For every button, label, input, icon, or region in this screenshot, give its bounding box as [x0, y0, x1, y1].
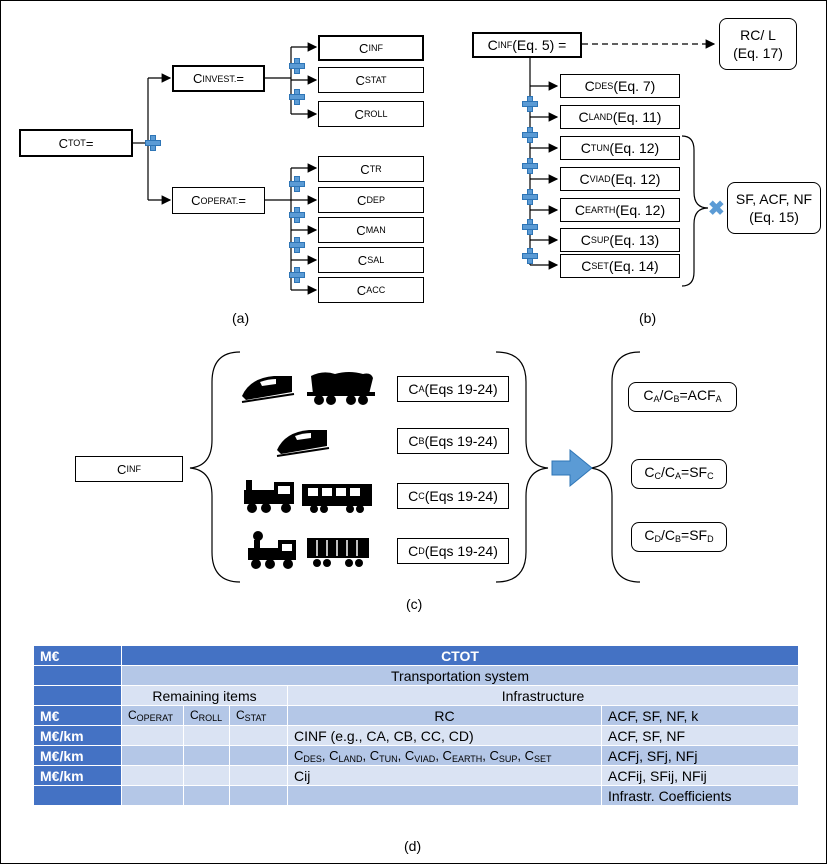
- cij-cell: Cij: [287, 765, 602, 786]
- cinf-cell: CINF (e.g., CA, CB, CC, CD): [287, 725, 602, 746]
- table-row: M€/km CDES, CLAND, CTUN, CVIAD, CEARTH, …: [33, 745, 799, 766]
- steam-locomotive-icon: [244, 480, 294, 513]
- unit-header: M€: [33, 645, 122, 666]
- croll-cell: CROLL: [183, 705, 230, 726]
- table-row: Remaining items Infrastructure: [33, 685, 799, 706]
- plus-icon: [522, 248, 538, 264]
- table-row: M€ CTOT: [33, 645, 799, 666]
- high-speed-train-icon: [241, 376, 295, 403]
- caption-d: (d): [404, 838, 422, 854]
- coef-cell: ACFj, SFj, NFj: [601, 745, 799, 766]
- multiply-icon: ✖: [708, 198, 725, 220]
- plus-icon: [522, 219, 538, 235]
- plus-icon: [522, 127, 538, 143]
- freight-wagon-icon: [307, 538, 369, 567]
- cost-table: M€ CTOT Transportation system Remaining …: [33, 645, 799, 806]
- unit-cell: [33, 785, 122, 806]
- infrastructure-header: Infrastructure: [287, 685, 799, 706]
- coperat-cell: COPERAT: [121, 705, 184, 726]
- ratio-sfd-box: CD/CB=SFD: [631, 522, 727, 552]
- table-row: M€ COPERAT CROLL CSTAT RC ACF, SF, NF, k: [33, 705, 799, 726]
- coef-cell: ACFij, SFij, NFij: [601, 765, 799, 786]
- plus-icon: [289, 207, 305, 223]
- unit-cell: M€/km: [33, 725, 122, 746]
- table-row: Infrastr. Coefficients: [33, 785, 799, 806]
- arrow-icon: [551, 448, 593, 488]
- coef-cell: ACF, SF, NF: [601, 725, 799, 746]
- plus-icon: [289, 237, 305, 253]
- remaining-header: Remaining items: [121, 685, 288, 706]
- factors-box: SF, ACF, NF(Eq. 15): [727, 182, 821, 234]
- caption-b: (b): [639, 310, 657, 326]
- plus-icon: [145, 135, 161, 151]
- table-row: M€/km Cij ACFij, SFij, NFij: [33, 765, 799, 786]
- unit-cell: M€/km: [33, 745, 122, 766]
- plus-icon: [522, 96, 538, 112]
- plus-icon: [289, 176, 305, 192]
- plus-icon: [522, 158, 538, 174]
- rc-l-box: RC/ L(Eq. 17): [719, 18, 797, 70]
- cstat-cell: CSTAT: [229, 705, 288, 726]
- rc-cell: RC: [287, 705, 602, 726]
- plus-icon: [289, 267, 305, 283]
- coef-cell: Infrastr. Coefficients: [601, 785, 799, 806]
- steam-locomotive-icon: [248, 531, 296, 569]
- system-header: Transportation system: [121, 665, 799, 686]
- freight-wagon-icon: [307, 372, 375, 405]
- unit-cell: M€/km: [33, 765, 122, 786]
- coef-cell: ACF, SF, NF, k: [601, 705, 799, 726]
- high-speed-train-icon: [276, 430, 330, 457]
- table-row: M€/km CINF (e.g., CA, CB, CC, CD) ACF, S…: [33, 725, 799, 746]
- table-row: Transportation system: [33, 665, 799, 686]
- ratio-sfc-box: CC/CA=SFC: [631, 459, 727, 489]
- ratio-acf-box: CA/CB=ACFA: [628, 382, 737, 412]
- components-cell: CDES, CLAND, CTUN, CVIAD, CEARTH, CSUP, …: [287, 745, 602, 766]
- plus-icon: [289, 58, 305, 74]
- caption-c: (c): [406, 596, 423, 612]
- passenger-coach-icon: [302, 484, 372, 513]
- ctot-header: CTOT: [121, 645, 799, 666]
- plus-icon: [522, 189, 538, 205]
- plus-icon: [289, 89, 305, 105]
- unit-cell: M€: [33, 705, 122, 726]
- caption-a: (a): [232, 310, 250, 326]
